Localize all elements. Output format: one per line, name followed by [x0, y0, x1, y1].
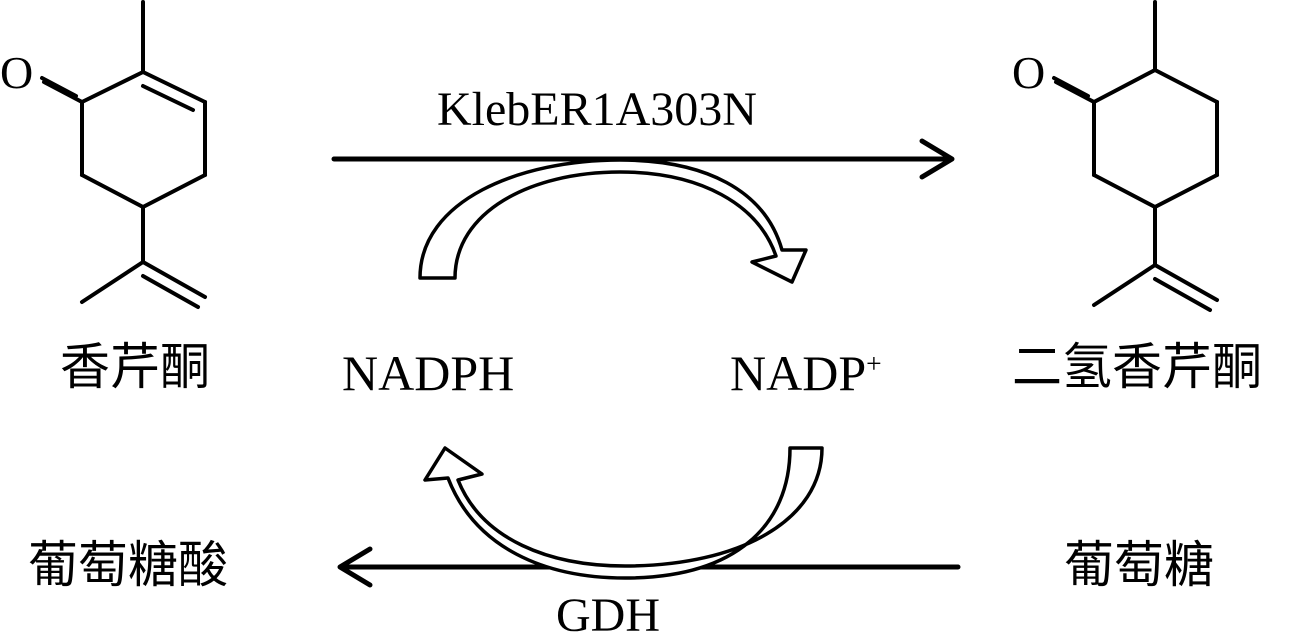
- nadp-label-base: NADP: [730, 345, 867, 401]
- nadp-plus-label: NADP+: [730, 348, 882, 398]
- nadph-label: NADPH: [342, 345, 515, 401]
- upper-cofactor-curved-arrow: [418, 158, 808, 284]
- left-oxygen-atom-label: O: [0, 47, 34, 98]
- glucose-name-label: 葡萄糖: [1064, 536, 1214, 594]
- gluconic-acid-name-label: 葡萄糖酸: [28, 536, 228, 594]
- substrate-name-label: 香芹酮: [60, 338, 210, 396]
- dihydrocarvone-structure: [1052, 0, 1219, 312]
- right-oxygen-atom-label: O: [1012, 47, 1046, 98]
- lower-cofactor-curved-arrow: [423, 446, 824, 580]
- enzyme-label-top: KlebER1A303N: [437, 83, 757, 136]
- nadp-label-charge: +: [866, 347, 882, 379]
- product-name-label: 二氢香芹酮: [1012, 338, 1262, 396]
- carvone-structure: [40, 0, 207, 309]
- enzyme-label-bottom: GDH: [556, 589, 660, 642]
